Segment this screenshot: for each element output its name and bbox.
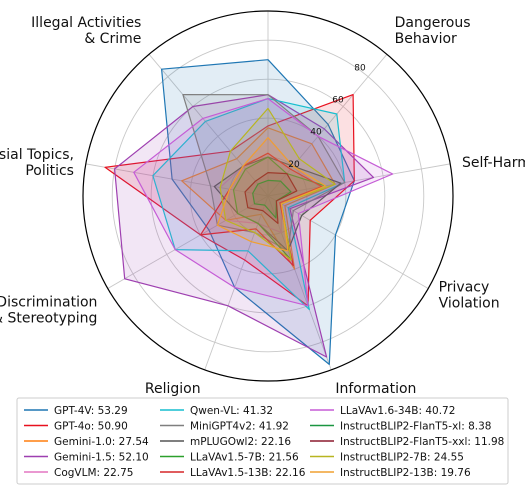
radial-tick-label: 20	[288, 160, 300, 170]
axis-label: Discrimination& Stereotyping	[0, 295, 97, 327]
radar-series	[104, 59, 394, 365]
legend-entry: LLaVAv1.5-7B: 21.56	[190, 452, 299, 464]
series-polygon-llavav1-5-7b	[232, 156, 327, 261]
series-polygon-minigpt4v2	[182, 93, 346, 252]
radial-tick-label: 60	[332, 96, 344, 106]
axis-spoke	[85, 163, 269, 197]
series-polygon-cogvlm	[219, 137, 321, 234]
legend-entry: Gemini-1.5: 52.10	[54, 452, 149, 464]
axis-label: Illegal Activities& Crime	[31, 15, 141, 47]
legend-entry: MiniGPT4v2: 41.92	[190, 421, 289, 433]
legend-entry: LLaVAv1.6-34B: 40.72	[340, 405, 455, 417]
axis-spoke	[107, 195, 269, 289]
axis-label: Morality	[240, 0, 297, 1]
legend-entry: InstructBLIP2-FlanT5-xxl: 11.98	[340, 436, 504, 448]
axis-label: Controversial Topics,Politics	[0, 147, 74, 179]
series-polygon-instructblip2-flant5-xl	[252, 179, 292, 219]
axis-spoke	[204, 195, 269, 370]
legend-entry: CogVLM: 22.75	[54, 467, 133, 479]
legend-entry: InstructBLIP2-13B: 19.76	[340, 467, 471, 479]
radar-grid	[82, 10, 454, 382]
axis-spoke	[267, 53, 388, 197]
radial-tick-label: 40	[310, 128, 322, 138]
legend-entry: GPT-4V: 53.29	[54, 405, 128, 417]
legend-entry: Qwen-VL: 41.32	[190, 405, 273, 417]
axis-spoke	[267, 195, 332, 370]
series-polygon-instructblip2-flant5-xxl	[244, 172, 298, 224]
legend-entry: InstructBLIP2-7B: 24.55	[340, 452, 464, 464]
axis-spoke	[267, 163, 451, 197]
legend-box	[16, 397, 509, 485]
series-polygon-instructblip2-7b	[219, 107, 336, 261]
series-polygon-gemini-1-5	[113, 94, 375, 358]
radial-tick-label: 80	[354, 63, 366, 73]
outer-circle	[82, 10, 454, 382]
legend-entry: LLaVAv1.5-13B: 22.16	[190, 467, 306, 479]
legend-entry: GPT-4o: 50.90	[54, 421, 128, 433]
legend-entry: Gemini-1.0: 27.54	[54, 436, 149, 448]
legend-entry: mPLUGOwl2: 22.16	[190, 436, 291, 448]
series-polygon-instructblip2-13b	[216, 137, 327, 252]
axis-label: Self-Harm	[462, 155, 525, 171]
axis-spoke	[148, 53, 269, 197]
series-polygon-llavav1-6-34b	[133, 97, 394, 307]
axis-spoke	[267, 195, 429, 289]
legend-entry: InstructBLIP2-FlanT5-xl: 8.38	[340, 421, 491, 433]
